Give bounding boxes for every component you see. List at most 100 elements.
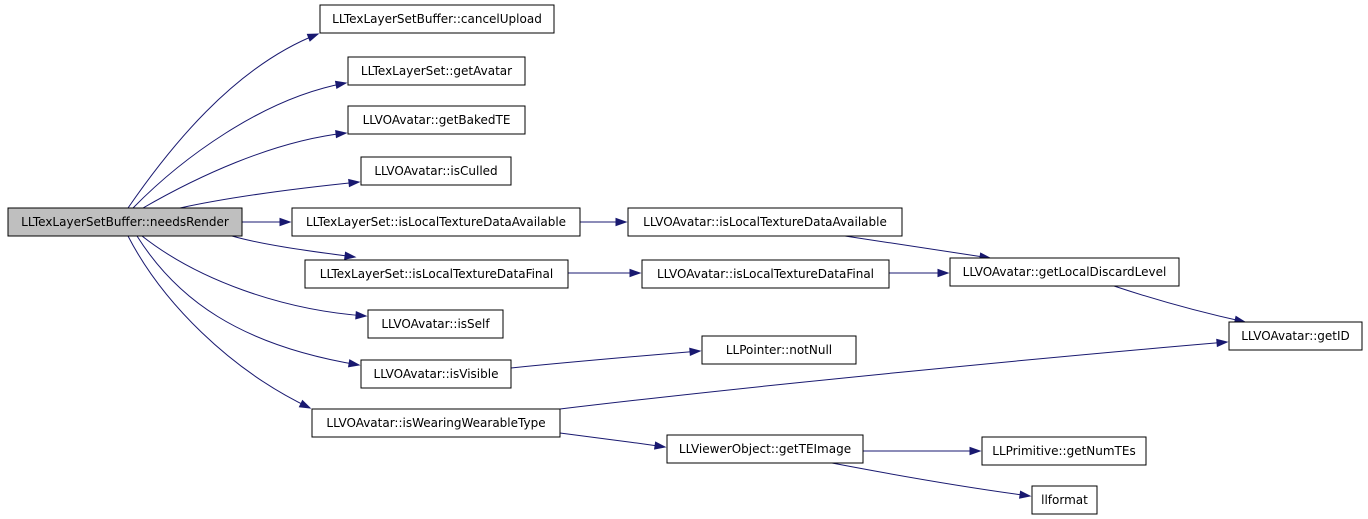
- arrowhead-icon: [344, 251, 357, 260]
- edge-root-to-getAvatar: [132, 80, 348, 209]
- edge-root-to-isWWT: [127, 235, 312, 409]
- node-label: llformat: [1041, 493, 1088, 507]
- arrowhead-icon: [279, 217, 292, 227]
- edge-line: [142, 132, 347, 209]
- edge-root-to-lts_isLTDF: [231, 235, 357, 260]
- edge-line: [231, 235, 356, 258]
- node-box[interactable]: [319, 4, 555, 34]
- node-label: LLTexLayerSetBuffer::cancelUpload: [332, 12, 542, 26]
- node-label: LLVOAvatar::isWearingWearableType: [326, 416, 545, 430]
- edge-root-to-isCulled: [179, 178, 361, 209]
- node-box[interactable]: [311, 408, 561, 438]
- arrowhead-icon: [1019, 490, 1032, 499]
- edge-line: [132, 82, 347, 209]
- node-getTEImage[interactable]: LLViewerObject::getTEImage: [666, 434, 864, 464]
- node-lts_isLTDA[interactable]: LLTexLayerSet::isLocalTextureDataAvailab…: [291, 207, 581, 237]
- node-box[interactable]: [627, 207, 903, 237]
- arrowhead-icon: [355, 311, 368, 320]
- arrowhead-icon: [629, 268, 642, 278]
- node-box[interactable]: [304, 259, 569, 289]
- node-label: LLTexLayerSet::isLocalTextureDataFinal: [320, 267, 553, 281]
- edge-line: [141, 235, 367, 317]
- arrowhead-icon: [347, 359, 361, 368]
- node-box[interactable]: [641, 259, 890, 289]
- node-box[interactable]: [981, 436, 1147, 466]
- node-vo_isLTDA[interactable]: LLVOAvatar::isLocalTextureDataAvailable: [627, 207, 903, 237]
- node-box[interactable]: [360, 156, 512, 186]
- node-label: LLTexLayerSetBuffer::needsRender: [21, 215, 229, 229]
- arrowhead-icon: [615, 217, 628, 227]
- edge-root-to-isSelf: [141, 235, 368, 320]
- node-llformat[interactable]: llformat: [1031, 485, 1098, 515]
- node-box[interactable]: [7, 207, 243, 237]
- node-box[interactable]: [360, 359, 512, 389]
- node-isCulled[interactable]: LLVOAvatar::isCulled: [360, 156, 512, 186]
- edge-vo_isLTDA-to-getLDL: [844, 235, 992, 261]
- node-box[interactable]: [1228, 321, 1363, 351]
- edge-line: [1113, 285, 1246, 323]
- node-box[interactable]: [347, 56, 526, 86]
- node-getBakedTE[interactable]: LLVOAvatar::getBakedTE: [347, 105, 526, 135]
- edge-root-to-getBakedTE: [142, 129, 348, 209]
- edge-vo_isLTDF-to-getLDL: [889, 268, 950, 278]
- edge-getLDL-to-getID: [1113, 285, 1247, 324]
- edge-line: [136, 235, 360, 366]
- arrowhead-icon: [334, 80, 348, 89]
- node-getAvatar[interactable]: LLTexLayerSet::getAvatar: [347, 56, 526, 86]
- call-graph-nodes: LLTexLayerSetBuffer::needsRenderLLTexLay…: [7, 4, 1363, 515]
- edge-lts_isLTDA-to-vo_isLTDA: [580, 217, 628, 227]
- edge-isWWT-to-getID: [559, 338, 1229, 410]
- arrowhead-icon: [1216, 338, 1229, 348]
- edge-line: [559, 341, 1228, 410]
- node-label: LLVOAvatar::getLocalDiscardLevel: [963, 265, 1167, 279]
- node-box[interactable]: [701, 335, 857, 365]
- node-label: LLVOAvatar::getBakedTE: [363, 113, 511, 127]
- edge-lts_isLTDF-to-vo_isLTDF: [568, 268, 642, 278]
- node-label: LLVOAvatar::isLocalTextureDataAvailable: [643, 215, 887, 229]
- node-getID[interactable]: LLVOAvatar::getID: [1228, 321, 1363, 351]
- node-label: LLTexLayerSet::isLocalTextureDataAvailab…: [306, 215, 566, 229]
- edge-root-to-isVisible: [136, 235, 361, 368]
- node-box[interactable]: [367, 309, 504, 339]
- node-label: LLTexLayerSet::getAvatar: [361, 64, 512, 78]
- node-label: LLPointer::notNull: [726, 343, 832, 357]
- edge-line: [127, 235, 311, 409]
- node-isSelf[interactable]: LLVOAvatar::isSelf: [367, 309, 504, 339]
- node-box[interactable]: [347, 105, 526, 135]
- node-label: LLViewerObject::getTEImage: [679, 442, 851, 456]
- arrowhead-icon: [654, 441, 667, 450]
- edge-line: [559, 432, 666, 448]
- node-isVisible[interactable]: LLVOAvatar::isVisible: [360, 359, 512, 389]
- node-root[interactable]: LLTexLayerSetBuffer::needsRender: [7, 207, 243, 237]
- node-getLDL[interactable]: LLVOAvatar::getLocalDiscardLevel: [949, 257, 1180, 287]
- node-notNull[interactable]: LLPointer::notNull: [701, 335, 857, 365]
- arrowhead-icon: [306, 33, 320, 42]
- edge-root-to-lts_isLTDA: [242, 217, 292, 227]
- arrowhead-icon: [348, 178, 361, 188]
- edge-line: [510, 350, 701, 369]
- arrowhead-icon: [298, 399, 312, 409]
- node-box[interactable]: [949, 257, 1180, 287]
- edge-getTEImage-to-llformat: [831, 462, 1032, 499]
- node-box[interactable]: [666, 434, 864, 464]
- node-label: LLVOAvatar::isLocalTextureDataFinal: [657, 267, 874, 281]
- node-label: LLVOAvatar::isCulled: [374, 164, 497, 178]
- node-label: LLPrimitive::getNumTEs: [992, 444, 1135, 458]
- arrowhead-icon: [689, 347, 702, 357]
- node-box[interactable]: [1031, 485, 1098, 515]
- edge-getTEImage-to-getNumTEs: [863, 446, 982, 456]
- edge-isWWT-to-getTEImage: [559, 432, 667, 450]
- node-lts_isLTDF[interactable]: LLTexLayerSet::isLocalTextureDataFinal: [304, 259, 569, 289]
- node-isWWT[interactable]: LLVOAvatar::isWearingWearableType: [311, 408, 561, 438]
- arrowhead-icon: [969, 446, 982, 456]
- edge-line: [831, 462, 1031, 497]
- node-cancelUpload[interactable]: LLTexLayerSetBuffer::cancelUpload: [319, 4, 555, 34]
- node-getNumTEs[interactable]: LLPrimitive::getNumTEs: [981, 436, 1147, 466]
- node-vo_isLTDF[interactable]: LLVOAvatar::isLocalTextureDataFinal: [641, 259, 890, 289]
- node-label: LLVOAvatar::isVisible: [374, 367, 499, 381]
- edge-line: [127, 33, 319, 209]
- edge-root-to-cancelUpload: [127, 33, 320, 209]
- arrowhead-icon: [335, 129, 348, 139]
- node-box[interactable]: [291, 207, 581, 237]
